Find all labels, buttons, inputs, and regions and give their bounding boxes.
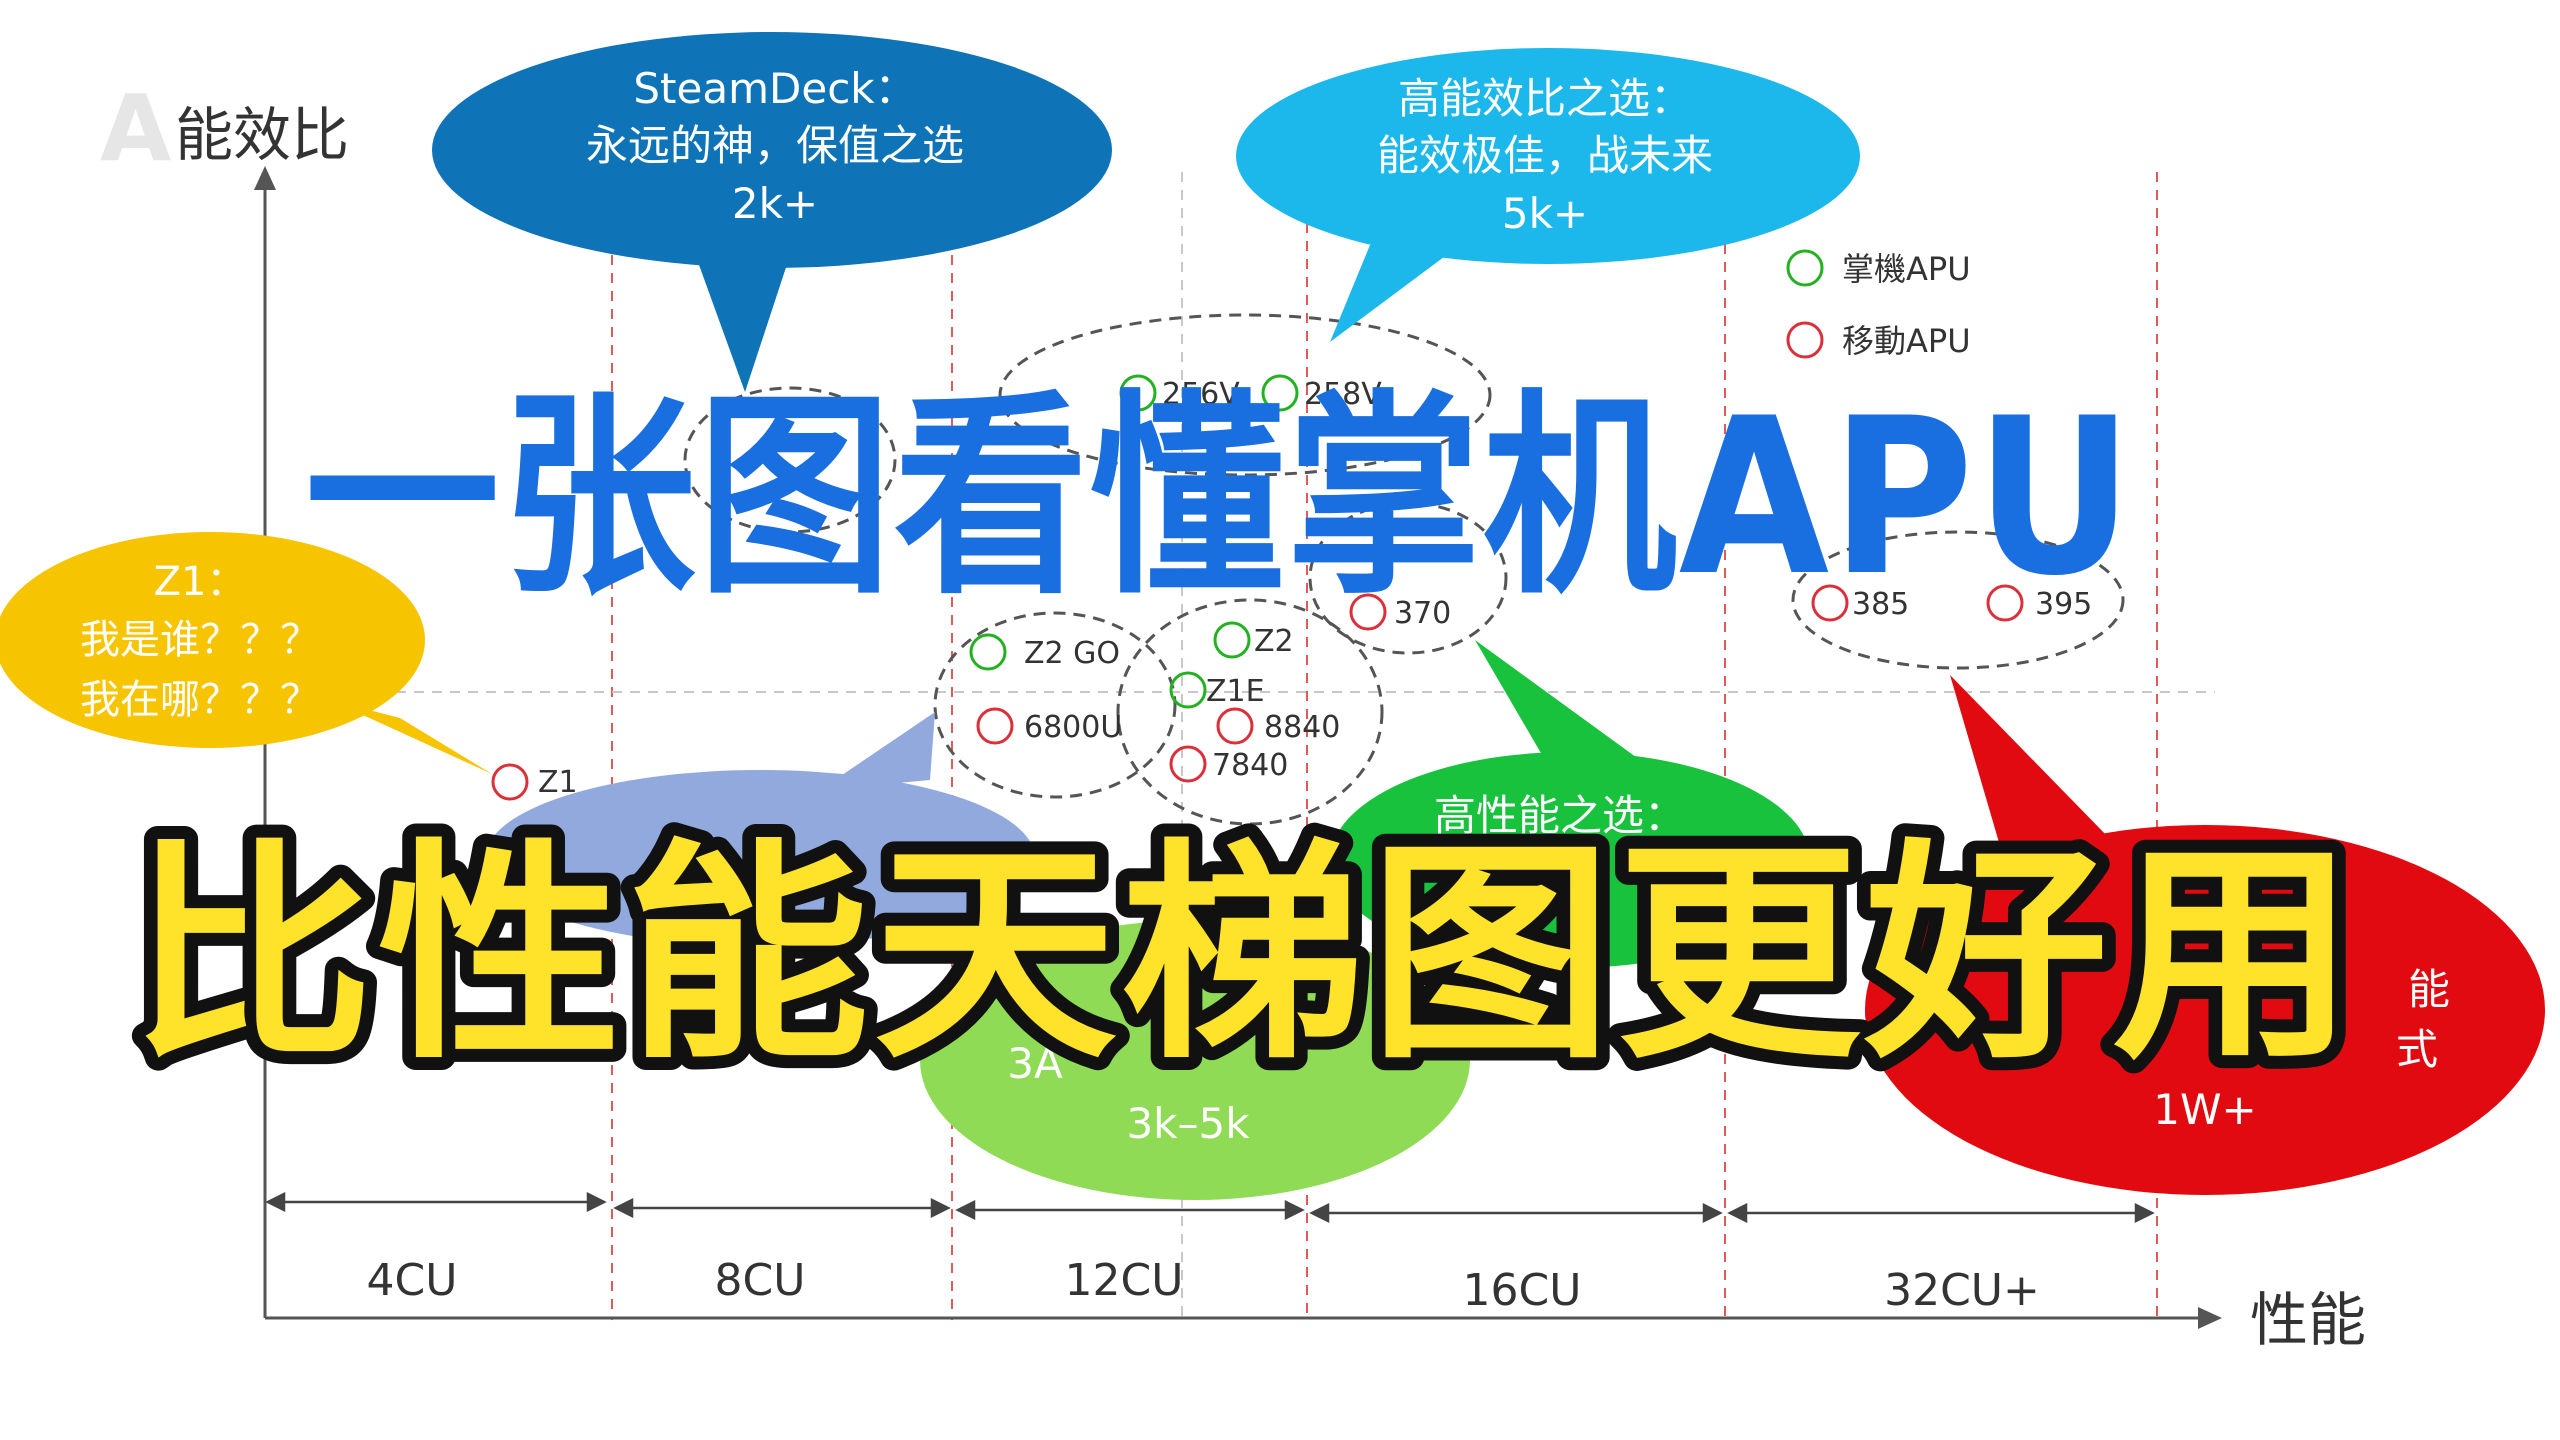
chip-label-7840: 7840 xyxy=(1212,748,1288,783)
chip-marker xyxy=(1349,593,1387,631)
y-axis-arrow xyxy=(254,166,276,190)
legend-mobile-label: 移動APU xyxy=(1842,322,1971,360)
chip-marker xyxy=(1213,621,1251,659)
chip-label-395: 395 xyxy=(2035,587,2092,622)
cu-label: 32CU+ xyxy=(1884,1265,2040,1316)
steamdeck-price: 2k+ xyxy=(732,179,818,228)
bubble-z1: Z1： 我是谁？？？ 我在哪？？？ xyxy=(0,532,492,774)
value-price: 3k–5k xyxy=(1126,1099,1250,1148)
chip-marker xyxy=(1169,745,1207,783)
cu-label: 16CU xyxy=(1463,1265,1582,1316)
chip-marker xyxy=(1811,584,1849,622)
chip-label-370: 370 xyxy=(1394,596,1451,631)
lunar-lake-cluster xyxy=(998,313,1492,477)
chip-label-258v: 258V xyxy=(1304,377,1382,412)
chip-marker xyxy=(491,763,529,801)
chip-label-256v: 256V xyxy=(1162,377,1240,412)
efficiency-price: 5k+ xyxy=(1502,189,1588,238)
bubble-efficiency: 高能效比之选： 能效极佳，战未来 5k+ xyxy=(1236,48,1860,342)
z1-line1: 我是谁？？？ xyxy=(80,617,320,663)
chip-label-385: 385 xyxy=(1852,587,1909,622)
chip-label-z2go: Z2 GO xyxy=(1024,636,1120,671)
strix-halo-cluster xyxy=(1791,530,2125,670)
flagship-line2: 式 xyxy=(2396,1025,2438,1074)
cu-label: 12CU xyxy=(1065,1255,1184,1306)
cu-labels: 4CU 8CU 12CU 16CU 32CU+ xyxy=(367,1255,2040,1316)
cu-label: 8CU xyxy=(715,1255,806,1306)
chip-labels: Z1 Z2 GO 6800U Z2 Z1E 8840 7840 370 385 … xyxy=(538,377,2092,800)
watermark-logo: A xyxy=(100,75,171,182)
z2go-cluster xyxy=(933,611,1177,799)
chip-clusters xyxy=(683,313,2125,826)
z1-line2: 我在哪？？？ xyxy=(80,677,320,723)
cu-range-arrows xyxy=(265,1191,2155,1224)
chip-marker xyxy=(1261,374,1299,412)
chip-marker xyxy=(1119,374,1157,412)
bubble-steamdeck: SteamDeck： 永远的神，保值之选 2k+ xyxy=(432,32,1112,392)
legend-handheld-label: 掌機APU xyxy=(1842,250,1971,288)
bubble-flagship: 能 式 1W+ xyxy=(1865,675,2545,1195)
legend-mobile-marker xyxy=(1786,321,1824,359)
cu-label: 4CU xyxy=(367,1255,458,1306)
ai370-cluster xyxy=(1308,501,1508,655)
x-axis-arrow xyxy=(2198,1307,2222,1329)
chip-marker xyxy=(1986,584,2024,622)
steamdeck-desc: 永远的神，保值之选 xyxy=(586,121,964,170)
steamdeck-cluster xyxy=(683,386,897,534)
chip-label-8840: 8840 xyxy=(1264,710,1340,745)
flagship-line1: 能 xyxy=(2408,965,2450,1014)
z2-cluster xyxy=(1116,598,1384,826)
legend: 掌機APU 移動APU xyxy=(1786,249,1971,360)
y-axis-label: 能效比 xyxy=(175,101,349,169)
value-label: 3A xyxy=(1007,1039,1063,1088)
efficiency-title: 高能效比之选： xyxy=(1398,74,1692,123)
chip-marker xyxy=(1169,671,1207,709)
chip-label-6800u: 6800U xyxy=(1024,710,1122,745)
chip-marker xyxy=(969,633,1007,671)
performance-title: 高性能之选： xyxy=(1434,791,1686,840)
bubble-performance: 高性能之选： xyxy=(1330,640,1810,968)
z1-title: Z1： xyxy=(154,559,247,605)
chip-label-z2: Z2 xyxy=(1254,624,1294,659)
flagship-price: 1W+ xyxy=(2153,1085,2256,1134)
headline-bottom: 比性能天梯图更好用 xyxy=(130,820,2360,1090)
bubble-value: 3A 3k–5k xyxy=(485,712,1470,1200)
legend-handheld-marker xyxy=(1786,249,1824,287)
chip-marker xyxy=(976,707,1014,745)
headline-top: 一张图看懂掌机APU xyxy=(305,372,2135,623)
x-axis-label: 性能 xyxy=(2250,1286,2366,1354)
axes: 能效比 性能 xyxy=(175,101,2366,1354)
steamdeck-title: SteamDeck： xyxy=(633,64,916,113)
chip-label-z1e: Z1E xyxy=(1206,674,1265,709)
chip-markers xyxy=(491,374,2024,801)
efficiency-desc: 能效极佳，战未来 xyxy=(1377,131,1713,180)
chip-marker xyxy=(1216,707,1254,745)
